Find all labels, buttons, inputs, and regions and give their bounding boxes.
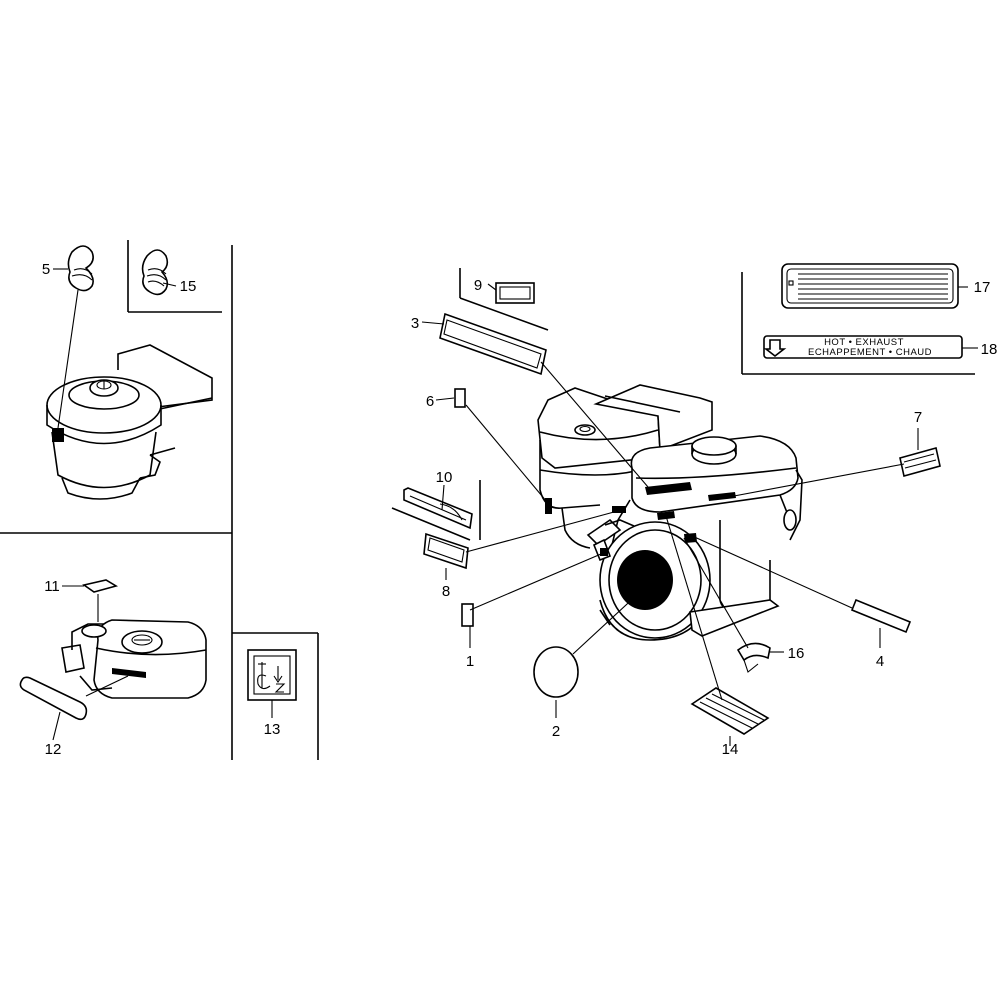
- muffler-illustration: [61, 619, 207, 699]
- sticker-8: [423, 532, 469, 570]
- callout-14: 14: [722, 741, 739, 758]
- sticker-17: [781, 263, 959, 309]
- air-cleaner-illustration: [46, 344, 213, 500]
- sticker-5: [67, 245, 94, 292]
- callout-3: 3: [411, 315, 419, 332]
- callout-10: 10: [436, 469, 453, 486]
- sticker-9: [495, 282, 535, 304]
- sticker-10: [403, 487, 473, 530]
- sticker-6: [454, 388, 466, 408]
- sticker-12: [19, 676, 88, 721]
- callout-8: 8: [442, 583, 450, 600]
- sticker-2: [533, 646, 579, 698]
- sticker-13: [247, 649, 297, 701]
- sticker-14: [690, 687, 770, 735]
- callout-2: 2: [552, 723, 560, 740]
- callout-6: 6: [426, 393, 434, 410]
- callout-4: 4: [876, 653, 884, 670]
- callout-1: 1: [466, 653, 474, 670]
- sticker-7: [899, 447, 941, 477]
- callout-11: 11: [44, 578, 60, 595]
- callout-17: 17: [974, 279, 991, 296]
- sticker-15: [141, 249, 169, 296]
- sticker-11: [82, 579, 119, 593]
- engine-illustration: [537, 384, 803, 641]
- callout-13: 13: [264, 721, 281, 738]
- sticker-4: [850, 598, 912, 634]
- callout-16: 16: [788, 645, 805, 662]
- exhaust-label-line2: ECHAPPEMENT • CHAUD: [808, 347, 932, 358]
- callout-9: 9: [474, 277, 482, 294]
- callout-18: 18: [981, 341, 998, 358]
- sticker-16: [736, 642, 771, 673]
- sticker-18: HOT • EXHAUST ECHAPPEMENT • CHAUD: [763, 335, 963, 359]
- sticker-1: [461, 603, 474, 627]
- leader-lines: [52, 268, 978, 746]
- callout-7: 7: [914, 409, 922, 426]
- sticker-3: [439, 312, 547, 376]
- callout-5: 5: [42, 261, 50, 278]
- panel-dividers: [0, 240, 975, 760]
- exhaust-label-line1: HOT • EXHAUST: [824, 337, 904, 348]
- callout-15: 15: [180, 278, 197, 295]
- callout-12: 12: [45, 741, 62, 758]
- callout-numbers: 5 15 11 12 13 9 3 6 10 8 1 2 7 4 16 14 1…: [42, 261, 998, 758]
